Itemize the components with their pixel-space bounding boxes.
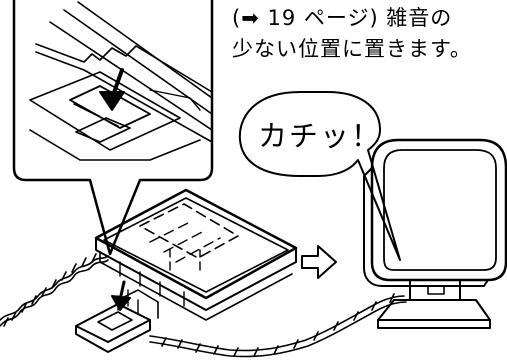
cable-right — [149, 293, 407, 358]
caption-line-2: 少ない位置に置きます。 — [232, 37, 472, 61]
speech-bubble — [238, 91, 401, 261]
assembled-antenna-icon — [75, 188, 298, 353]
cable-left — [0, 253, 109, 327]
magnified-inset-icon — [12, 0, 214, 256]
down-arrow-icon — [111, 280, 131, 311]
callout-text: カチッ！ — [258, 119, 383, 153]
right-arrow-outline-icon — [301, 245, 337, 279]
standing-antenna-icon — [363, 138, 507, 329]
insert-arrow-icon — [99, 68, 125, 111]
caption-line-1: (➡ 19 ページ) 雑音の — [232, 6, 453, 30]
